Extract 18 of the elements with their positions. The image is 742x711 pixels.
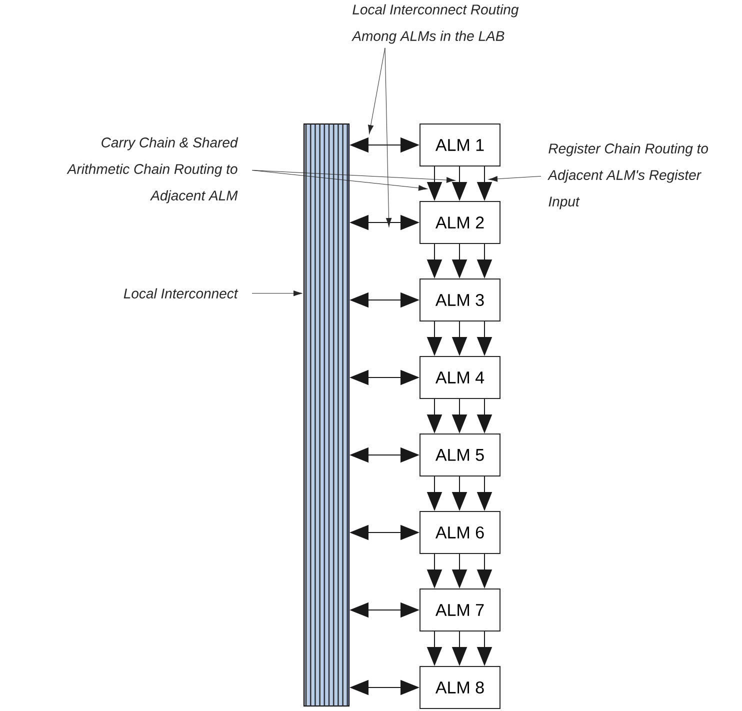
alm-box: ALM 8: [420, 666, 500, 709]
alm-box: ALM 6: [420, 511, 500, 554]
striped-bar: [304, 124, 350, 706]
alm-box: ALM 1: [420, 124, 500, 166]
alm-box: ALM 4: [420, 356, 500, 399]
leader-line: [252, 290, 302, 296]
callout-text: Local Interconnect Routing Among ALMs in the LAB: [352, 4, 519, 44]
callout-text: Register Chain Routing to Adjacent ALM's Register Input: [548, 143, 708, 210]
callout-text: Carry Chain & Shared Arithmetic Chain Routing to Adjacent ALM: [66, 137, 238, 204]
alm-box: ALM 7: [420, 588, 500, 632]
leader-line: [488, 176, 542, 182]
callout-text: Local Interconnect: [124, 288, 238, 298]
alm-box: ALM 2: [420, 201, 500, 244]
alm-box: ALM 3: [420, 278, 500, 322]
alm-box: ALM 5: [420, 434, 500, 476]
leader-line: [384, 48, 392, 227]
leader-line: [368, 48, 386, 134]
leader-line: [252, 170, 428, 191]
